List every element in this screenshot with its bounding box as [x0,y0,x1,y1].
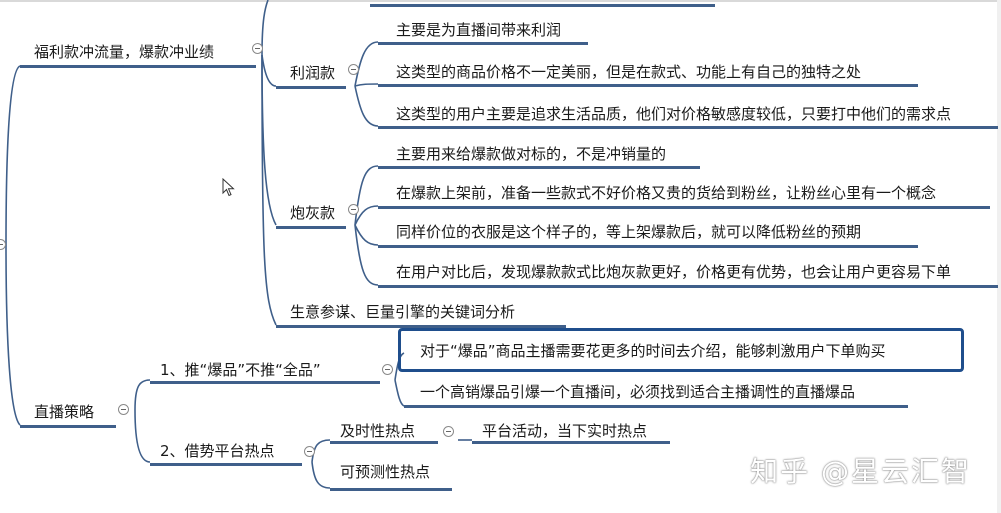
hot-timely-child-underline [472,441,670,444]
node-keyword-underline [276,325,566,328]
hot-predict-underline [330,488,452,491]
cannon-item-2[interactable]: 在爆款上架前，准备一些款式不好价格又贵的货给到粉丝，让粉丝心里有一个概念 [396,184,937,202]
topic-benefit[interactable]: 福利款冲流量，爆款冲业绩 [34,43,215,61]
node-push-underline [150,381,380,384]
node-hot-underline [150,463,302,466]
node-keyword-analysis[interactable]: 生意参谋、巨量引擎的关键词分析 [290,303,516,321]
hot-timely[interactable]: 及时性热点 [340,422,416,440]
top-cutoff-underline [370,4,715,7]
node-cannon[interactable]: 炮灰款 [290,204,336,222]
cannon-item-2-underline [378,206,990,209]
right-edge [997,0,1001,513]
cannon-item-4[interactable]: 在用户对比后，发现爆款款式比炮灰款更好，价格更有优势，也会让用户更容易下单 [396,263,952,281]
profit-item-2-underline [378,84,918,87]
hot-timely-collapse-icon[interactable] [443,426,454,437]
mouse-cursor-icon [222,178,235,197]
profit-item-2[interactable]: 这类型的商品价格不一定美丽，但是在款式、功能上有自己的独特之处 [396,63,862,81]
node-profit-underline [276,86,346,89]
cannon-item-1[interactable]: 主要用来给爆款做对标的，不是冲销量的 [396,145,667,163]
hot-timely-underline [330,441,438,444]
node-cannon-collapse-icon[interactable] [348,204,359,215]
top-border [0,0,1001,2]
topic-live-collapse-icon[interactable] [118,404,129,415]
node-push-collapse-icon[interactable] [382,364,393,375]
topic-benefit-collapse-icon[interactable] [252,43,263,54]
selected-node-frame[interactable] [398,328,964,372]
push-item-2-underline [404,405,908,408]
topic-benefit-underline [20,65,256,68]
node-cannon-underline [276,226,346,229]
profit-item-3[interactable]: 这类型的用户主要是追求生活品质，他们对价格敏感度较低，只要打中他们的需求点 [396,105,952,123]
node-push-hot[interactable]: 1、推“爆品”不推“全品” [160,361,321,379]
topic-live-underline [20,425,116,428]
profit-item-1[interactable]: 主要是为直播间带来利润 [396,21,562,39]
node-platform-hot[interactable]: 2、借势平台热点 [160,442,275,460]
cannon-item-3-underline [378,245,918,248]
hot-predictable[interactable]: 可预测性热点 [340,463,431,481]
hot-timely-child[interactable]: 平台活动，当下实时热点 [482,422,648,440]
cannon-item-4-underline [378,285,998,288]
profit-item-3-underline [378,126,998,129]
node-profit[interactable]: 利润款 [290,64,336,82]
cannon-item-3[interactable]: 同样价位的衣服是这个样子的，等上架爆款后，就可以降低粉丝的预期 [396,223,862,241]
push-item-2[interactable]: 一个高销爆品引爆一个直播间，必须找到适合主播调性的直播爆品 [420,383,856,401]
node-profit-collapse-icon[interactable] [348,64,359,75]
cannon-item-1-underline [378,166,700,169]
watermark: 知乎 @星云汇智 [750,455,971,488]
node-hot-collapse-icon[interactable] [304,446,315,457]
topic-live-strategy[interactable]: 直播策略 [34,403,95,421]
profit-item-1-underline [378,42,588,45]
push-item-1[interactable]: 对于“爆品”商品主播需要花更多的时间去介绍，能够刺激用户下单购买 [420,342,886,360]
